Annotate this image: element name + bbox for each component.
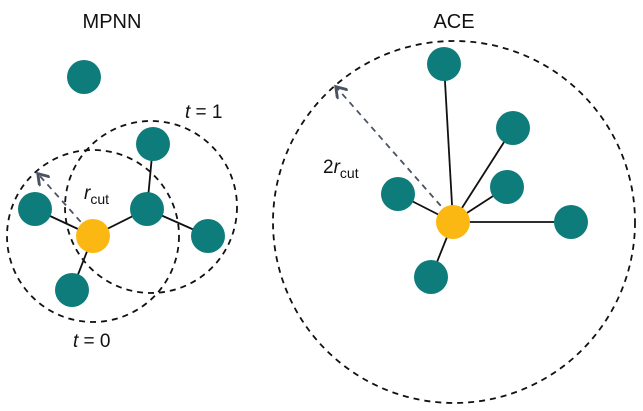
node-n2 [496,111,530,145]
node-hub [130,192,164,226]
node-left [18,192,52,226]
mpnn-edges [34,144,209,291]
label-rcut: rcut [84,183,109,207]
label-2rcut: 2rcut [323,157,359,181]
ace-title: ACE [433,11,474,33]
cutoff-circle-t1 [64,120,238,294]
2rcut-radius-arrow [337,88,449,215]
rcut-radius-arrow [39,175,89,231]
label-t1: t = 1 [185,102,223,123]
edge-center-n2 [452,127,514,223]
ace-nodes [381,47,588,294]
node-center [76,219,110,253]
node-bottom [55,273,89,307]
label-t0: t = 0 [73,331,111,352]
node-center [436,205,470,239]
node-isolated [67,60,101,94]
node-n4 [381,177,415,211]
node-n6 [414,260,448,294]
cutoff-circle-2rcut [272,40,636,404]
node-n3 [490,170,524,204]
node-n1 [427,47,461,81]
node-right [191,219,225,253]
cutoff-circle-t0 [6,149,180,323]
ace-edges [397,63,571,278]
mpnn-panel: MPNN t = 1 rcut t = 0 [6,11,238,352]
ace-panel: ACE 2rcut [272,11,636,404]
node-n5 [554,205,588,239]
mpnn-nodes [18,60,225,307]
node-top [136,127,170,161]
mpnn-title: MPNN [83,11,142,33]
edge-center-n1 [443,63,454,223]
